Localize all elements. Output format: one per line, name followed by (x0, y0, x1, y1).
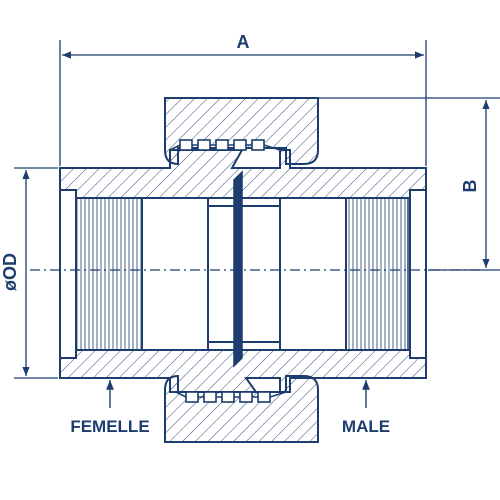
left-end-face (59, 189, 77, 359)
body-upper-wall (59, 149, 427, 199)
dimension-od (14, 167, 58, 379)
bearing-chain-bottom (175, 391, 287, 403)
inner-bore-right (279, 197, 347, 351)
dimension-od-label: øOD (0, 253, 20, 291)
dimension-a (59, 40, 427, 166)
dimension-b (318, 97, 500, 271)
male-thread (345, 197, 409, 351)
male-end-label: MALE (342, 417, 390, 436)
center-passage (207, 205, 281, 343)
dimension-a-label: A (237, 32, 250, 52)
bearing-chain-top (169, 139, 281, 151)
female-thread (75, 197, 143, 351)
body-lower-wall (59, 349, 427, 393)
inner-bore-left (141, 197, 209, 351)
center-seal (233, 170, 243, 368)
dimension-b-label: B (460, 180, 480, 193)
female-end-label: FEMELLE (70, 417, 149, 436)
right-end-face (409, 189, 427, 359)
